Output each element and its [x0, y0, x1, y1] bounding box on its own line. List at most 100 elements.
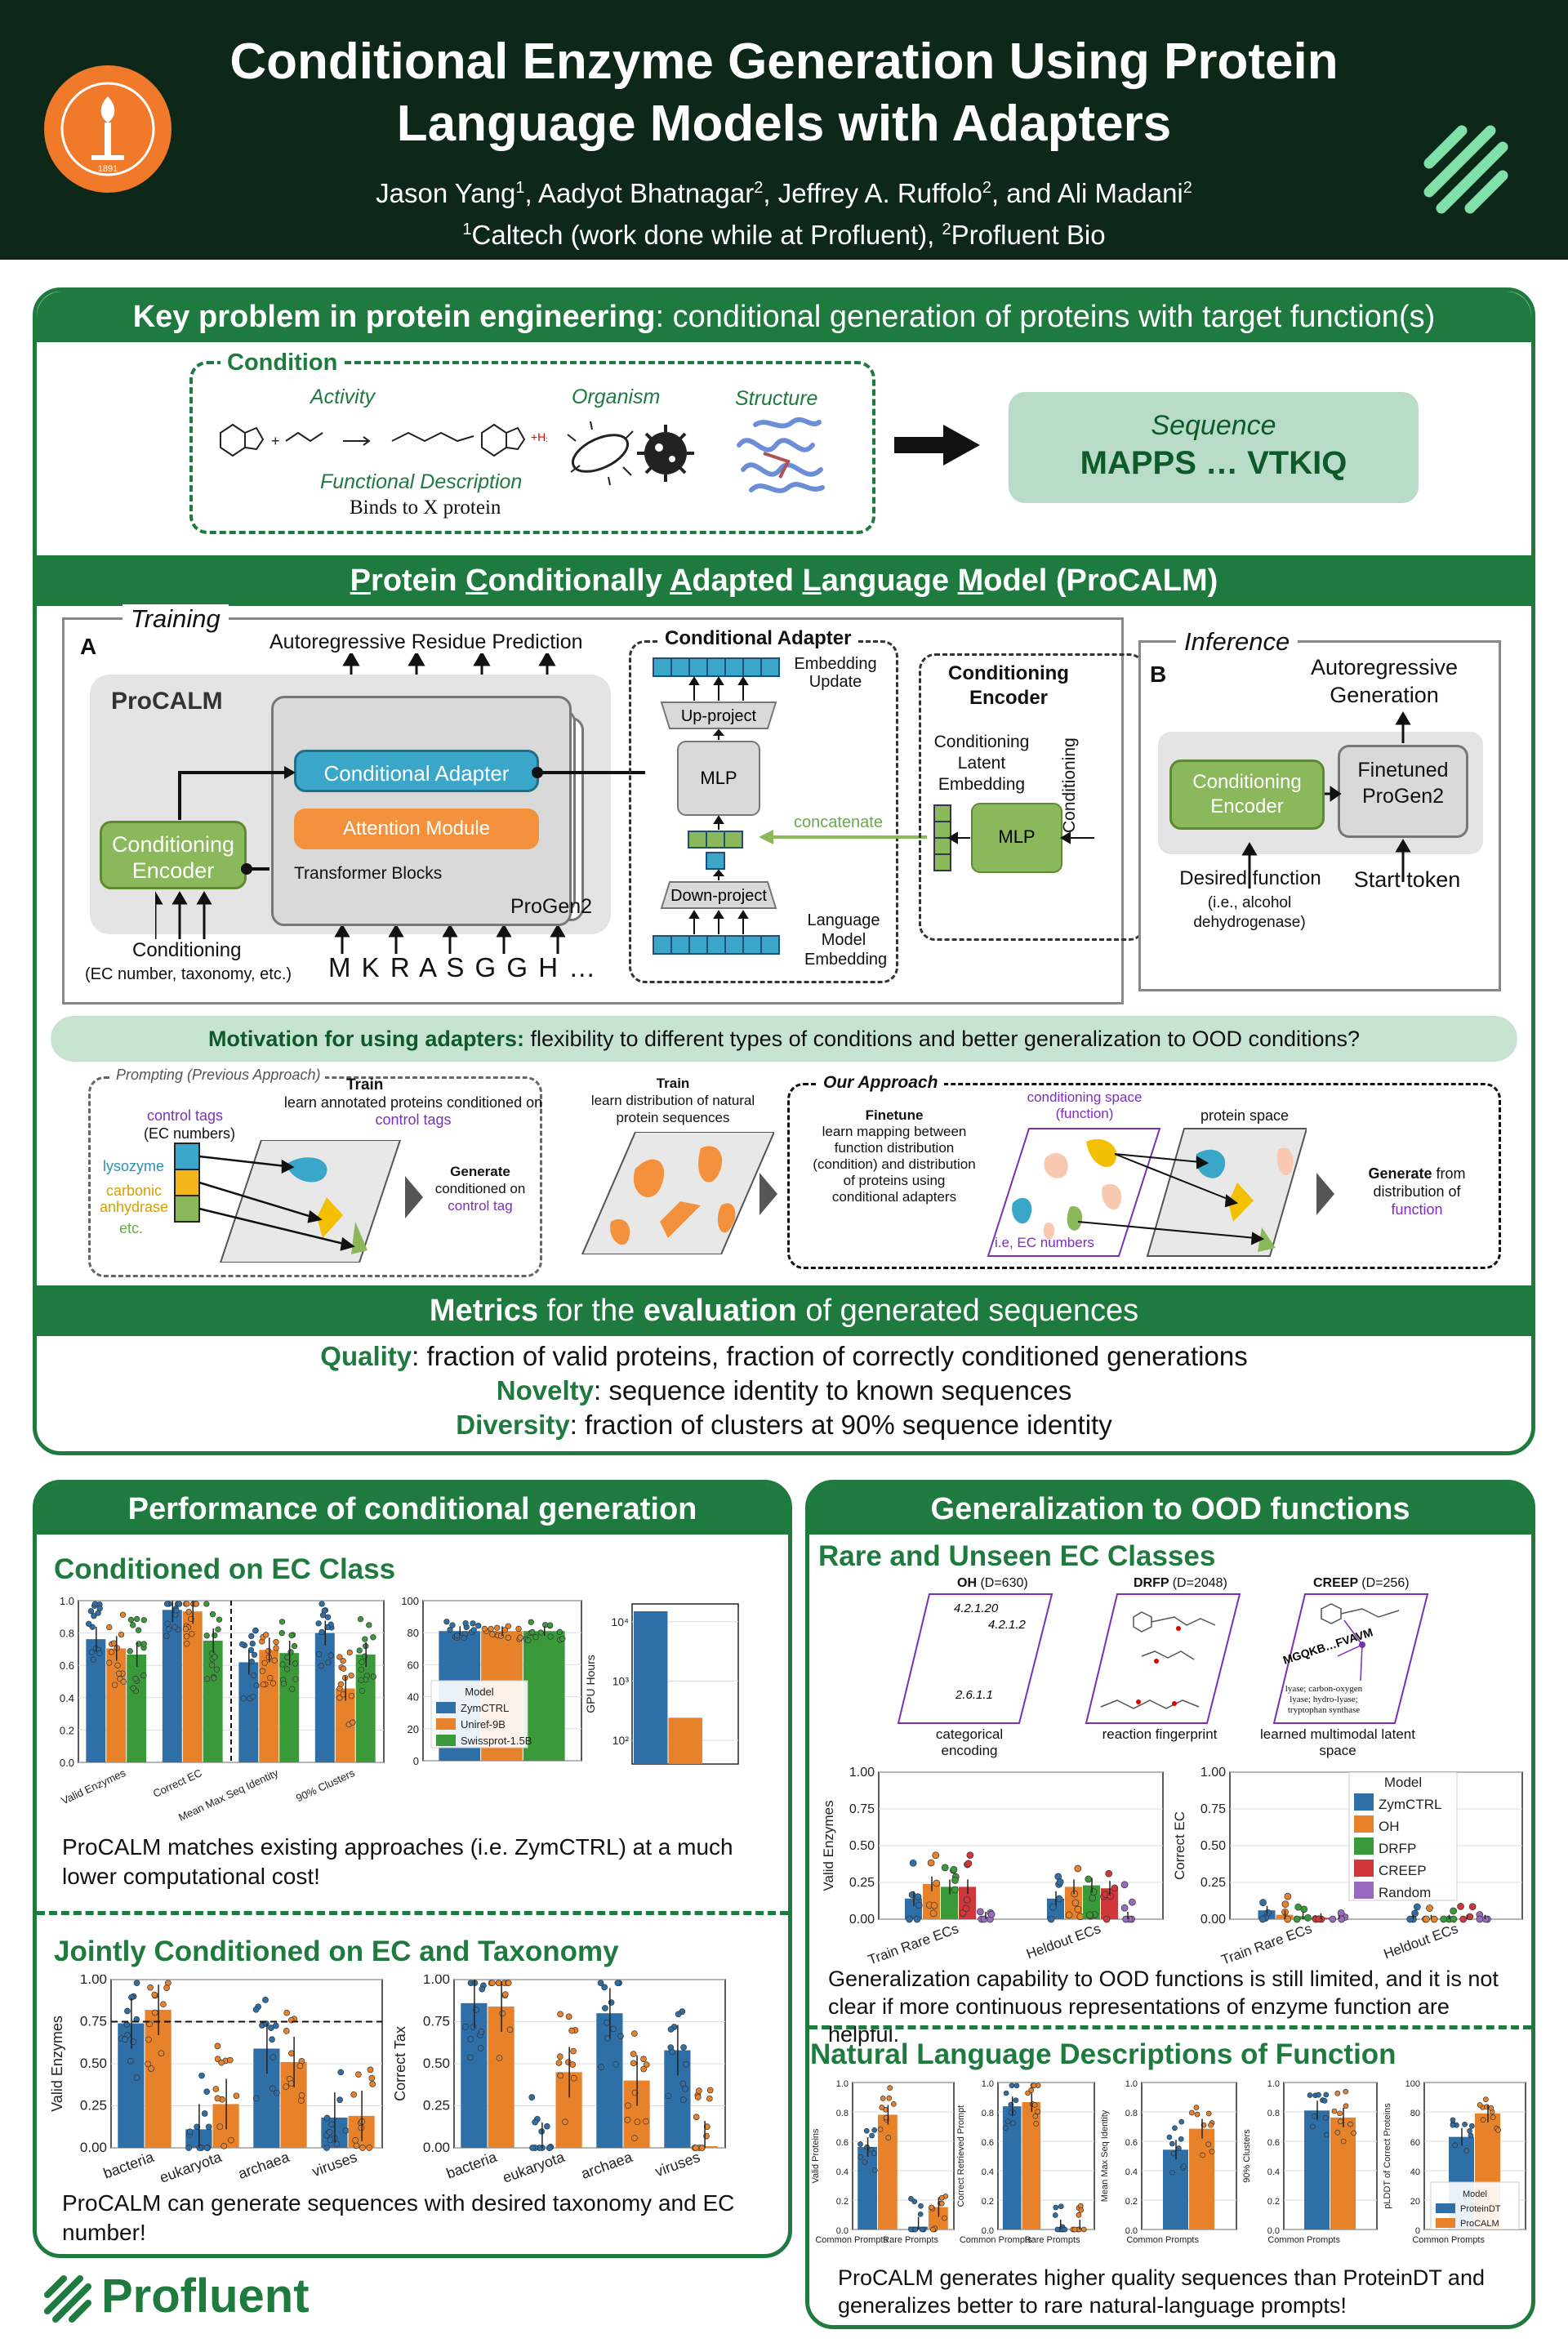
chart-point [706, 2095, 713, 2102]
chart-point [280, 1681, 287, 1687]
chart-point [359, 1659, 365, 1665]
chart-point [693, 2114, 700, 2121]
chart-tick-label: 0.4 [982, 2167, 994, 2177]
cond-latent-label: Conditioning Latent Embedding [933, 733, 1030, 794]
chart-point [885, 2135, 892, 2140]
chart-tick-label: 10³ [612, 1674, 630, 1687]
chart-point [915, 1901, 923, 1909]
input-sequence-tokens: M K R A S G G H … [328, 952, 598, 982]
chart-point [106, 1624, 113, 1631]
chart-point [1343, 2103, 1349, 2109]
chart-point [214, 2095, 221, 2102]
training-connectors [155, 766, 645, 939]
chart-point [355, 2071, 362, 2078]
cond-mlp-label: MLP [998, 826, 1035, 847]
chart-point [1259, 1899, 1267, 1907]
progen2-label: ProGen2 [510, 895, 593, 918]
chart-point [340, 1658, 346, 1664]
chart-point [570, 2074, 577, 2082]
chart-point [164, 1620, 171, 1627]
chart-point [250, 1672, 257, 1679]
chart-point [461, 1635, 467, 1642]
chart-point [1324, 2132, 1330, 2138]
chart-point [505, 1980, 512, 1986]
chart-point [501, 1991, 509, 1998]
chart-tick-label: 0.6 [1267, 2138, 1280, 2148]
chart-point [147, 1984, 154, 1991]
chart-point [858, 2141, 863, 2147]
chart-bar [929, 2207, 948, 2230]
chart-point [568, 2027, 575, 2034]
chart-point [547, 1622, 554, 1628]
chart-point [1316, 2091, 1321, 2098]
functional-description-value: Binds to X protein [350, 497, 501, 519]
chart-point [1089, 1894, 1097, 1902]
chart-point [1200, 2152, 1205, 2158]
chart-point [908, 1891, 916, 1899]
chart-point [862, 2159, 868, 2165]
key-problem-band: Key problem in protein engineering: cond… [37, 292, 1531, 342]
chart-point [858, 2154, 864, 2160]
down-project-label: Down-project [670, 887, 767, 905]
chart-point [216, 1616, 223, 1623]
chart-category-label: viruses [653, 2149, 702, 2180]
affiliation: Profluent Bio [951, 220, 1106, 250]
creep-text-description: lyase; carbon-oxygen lyase; hydro-lyase;… [1285, 1684, 1363, 1715]
chart-point [449, 1622, 456, 1628]
chart-tick-label: 0.25 [1200, 1876, 1226, 1890]
chart-legend-swatch [1354, 1815, 1374, 1833]
chart-point [336, 1695, 343, 1701]
chart-point [218, 2059, 225, 2066]
chart-point [1031, 2082, 1037, 2088]
chart-point [1423, 1915, 1430, 1923]
chart-point [537, 1629, 544, 1636]
chart-point [370, 1634, 376, 1641]
caltech-year: 1891 [98, 164, 118, 174]
svg-text:+: + [271, 433, 280, 449]
chart-point [1348, 2121, 1353, 2127]
chart-tick-label: 0.6 [60, 1659, 74, 1672]
chart-point [342, 2127, 350, 2134]
chart-tick-label: 100 [401, 1595, 419, 1607]
chart-point [212, 1654, 218, 1660]
chart-point [489, 1631, 496, 1637]
chart-point [528, 2094, 536, 2100]
chart-point [228, 2136, 234, 2144]
chart-point [1477, 2102, 1483, 2108]
chart-tick-label: 0.50 [849, 1839, 875, 1853]
chart-point [184, 1633, 190, 1640]
section-divider [37, 1911, 788, 1915]
chart-category-label: Common Prompts [1412, 2235, 1485, 2245]
chart-point [208, 1662, 216, 1668]
chart-point [273, 1639, 279, 1646]
chart-point [1047, 1915, 1055, 1923]
chart-point [323, 2145, 330, 2151]
chart-category-label: archaea [579, 2149, 635, 2182]
chart-point [987, 1910, 996, 1918]
chart-point [908, 2196, 914, 2202]
chart-bar [523, 1631, 565, 1761]
chart-point [1450, 2122, 1456, 2128]
chart-point [252, 2095, 260, 2102]
chart-point [336, 1654, 343, 1660]
chart-category-label: Heldout ECs [1024, 1921, 1102, 1962]
chart-point [333, 2140, 341, 2148]
chart-point [1457, 1903, 1464, 1910]
chart-point [283, 1666, 291, 1673]
chart-point [238, 1641, 246, 1648]
chart-point [1025, 2090, 1031, 2096]
chart-tick-label: 0.0 [836, 2226, 849, 2236]
chart-point [1085, 1875, 1093, 1883]
chart-point [176, 1601, 182, 1607]
chart-point [930, 1901, 938, 1909]
chart-point [470, 2024, 477, 2030]
chart-point [547, 1633, 554, 1640]
chart-point [348, 1673, 354, 1679]
chart-axis-label: Correct Tax [392, 2026, 408, 2101]
chart-point [467, 2035, 474, 2042]
metric-novelty: Novelty: sequence identity to known sequ… [496, 1375, 1072, 1405]
chart-point [1284, 1892, 1292, 1900]
chart-point [1074, 1905, 1082, 1913]
chart-legend-swatch [436, 1735, 456, 1746]
